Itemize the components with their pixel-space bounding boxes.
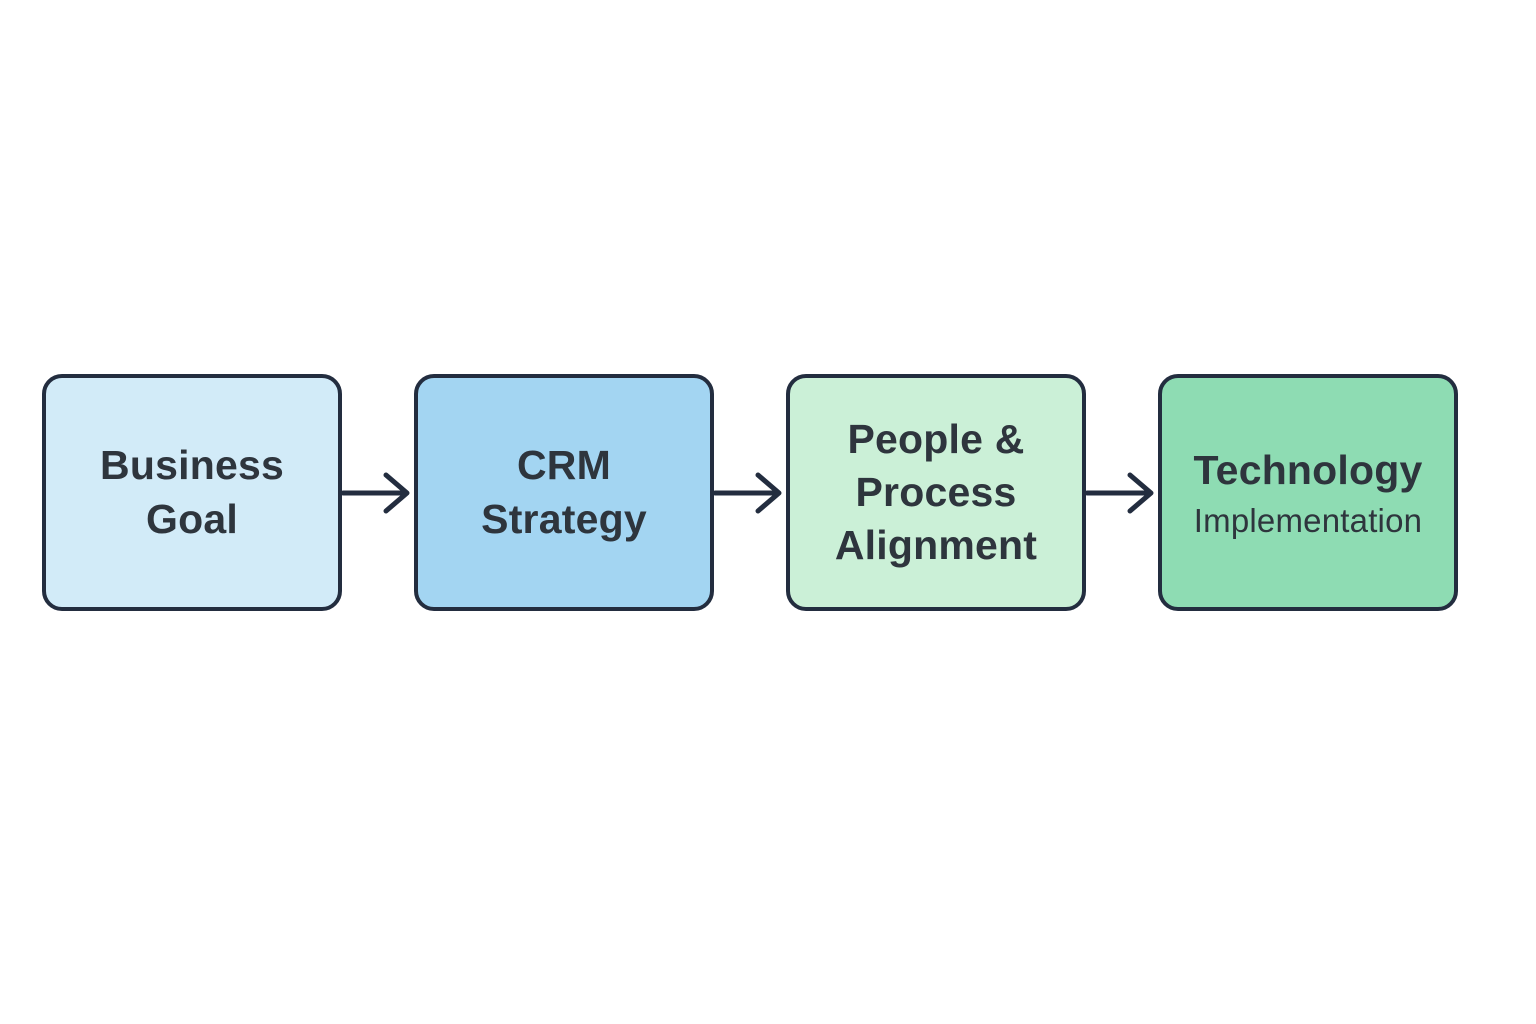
step-box-people-process-alignment: People & Process Alignment: [786, 374, 1086, 611]
flow-arrow-icon: [714, 469, 786, 517]
step-box-crm-strategy: CRM Strategy: [414, 374, 714, 611]
step-label-business-goal: Business Goal: [100, 442, 284, 542]
step-label-people-process-alignment: People & Process Alignment: [834, 415, 1038, 569]
step-label-crm-strategy: CRM Strategy: [481, 442, 647, 542]
step-box-technology-implementation: Technology Implementation: [1158, 374, 1458, 611]
flow-row: Business Goal CRM Strategy People & Proc…: [42, 374, 1458, 611]
flow-arrow-icon: [342, 469, 414, 517]
flow-arrow-icon: [1086, 469, 1158, 517]
step-box-business-goal: Business Goal: [42, 374, 342, 611]
step-label-technology: Technology: [1193, 447, 1423, 494]
step-sublabel-implementation: Implementation: [1193, 501, 1423, 539]
